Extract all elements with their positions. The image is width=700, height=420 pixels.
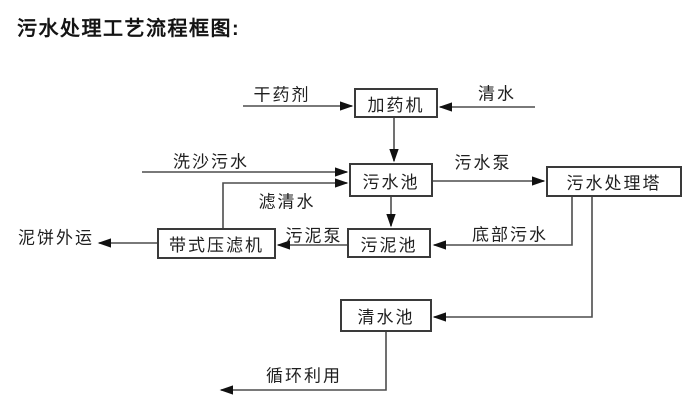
node-label-sewage-pool: 污水池 bbox=[362, 172, 420, 192]
node-belt-filter-press: 带式压滤机 bbox=[157, 228, 276, 259]
edge-label-dry-chemical: 干药剂 bbox=[253, 85, 311, 105]
node-sewage-pool: 污水池 bbox=[349, 163, 433, 197]
node-label-sewage-treatment-tower: 污水处理塔 bbox=[566, 174, 662, 193]
node-label-belt-filter-press: 带式压滤机 bbox=[169, 236, 264, 255]
arrow-recycle-out bbox=[219, 332, 387, 395]
edge-label-sand-washing-sewage: 洗沙污水 bbox=[173, 152, 249, 172]
node-label-dosing-machine: 加药机 bbox=[367, 95, 425, 115]
node-clean-water-pool: 清水池 bbox=[340, 299, 432, 332]
node-sludge-pool: 污泥池 bbox=[347, 228, 431, 258]
arrow-tower-to-clean-water-pool bbox=[432, 197, 593, 322]
edge-label-recycle-use: 循环利用 bbox=[266, 366, 342, 386]
edge-label-sewage-pump: 污水泵 bbox=[454, 153, 512, 173]
node-dosing-machine: 加药机 bbox=[354, 88, 438, 118]
edge-label-sludge-pump: 污泥泵 bbox=[285, 226, 343, 246]
node-sewage-treatment-tower: 污水处理塔 bbox=[546, 166, 682, 197]
arrow-filtered-water-return bbox=[222, 178, 349, 228]
edge-label-clean-water: 清水 bbox=[478, 84, 516, 104]
node-label-clean-water-pool: 清水池 bbox=[357, 308, 415, 327]
page-title: 污水处理工艺流程框图: bbox=[17, 18, 241, 40]
arrow-bottom-sewage-return bbox=[432, 197, 573, 250]
edge-label-bottom-sewage: 底部污水 bbox=[472, 225, 548, 245]
node-label-sludge-pool: 污泥池 bbox=[360, 235, 418, 255]
edge-label-filtered-water: 滤清水 bbox=[258, 192, 316, 212]
edge-label-mud-cake-out: 泥饼外运 bbox=[18, 228, 94, 248]
